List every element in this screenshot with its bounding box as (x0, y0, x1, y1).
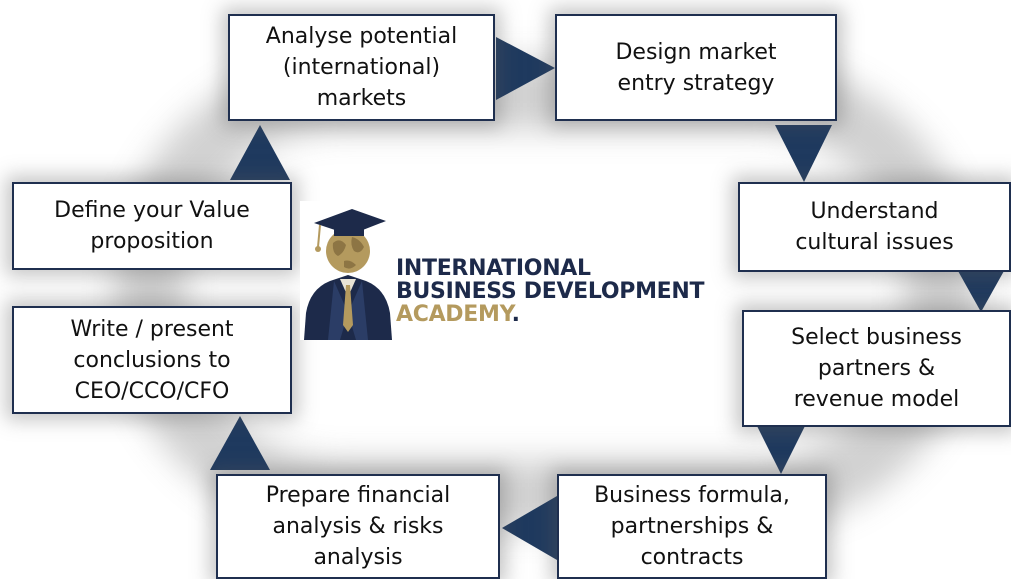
logo-line-international: INTERNATIONAL (396, 256, 591, 281)
academy-logo: INTERNATIONAL BUSINESS DEVELOPMENT ACADE… (300, 201, 710, 340)
logo-dot: . (511, 302, 520, 327)
step-cultural-issues: Understand cultural issues (738, 182, 1011, 272)
logo-line-business-development: BUSINESS DEVELOPMENT (396, 279, 705, 304)
arrow-left-1 (502, 496, 557, 560)
arrow-down-2 (953, 262, 1009, 312)
logo-academy-word: ACADEMY (396, 302, 512, 327)
arrow-down-3 (750, 412, 812, 474)
step-select-partners: Select business partners & revenue model (742, 310, 1011, 427)
arrow-down-1 (775, 125, 832, 182)
arrow-right-1 (496, 37, 555, 100)
step-analyse-markets: Analyse potential (international) market… (228, 14, 495, 121)
step-value-proposition: Define your Value proposition (12, 182, 292, 270)
step-business-formula: Business formula, partnerships & contrac… (557, 474, 827, 579)
arrow-up-2 (230, 125, 290, 180)
step-financial-analysis: Prepare financial analysis & risks analy… (216, 474, 500, 579)
graduate-figure-icon (304, 209, 392, 340)
step-present-conclusions: Write / present conclusions to CEO/CCO/C… (12, 306, 292, 414)
logo-line-academy: ACADEMY. (396, 304, 520, 326)
arrow-up-1 (210, 416, 270, 470)
step-design-entry-strategy: Design market entry strategy (555, 14, 837, 121)
